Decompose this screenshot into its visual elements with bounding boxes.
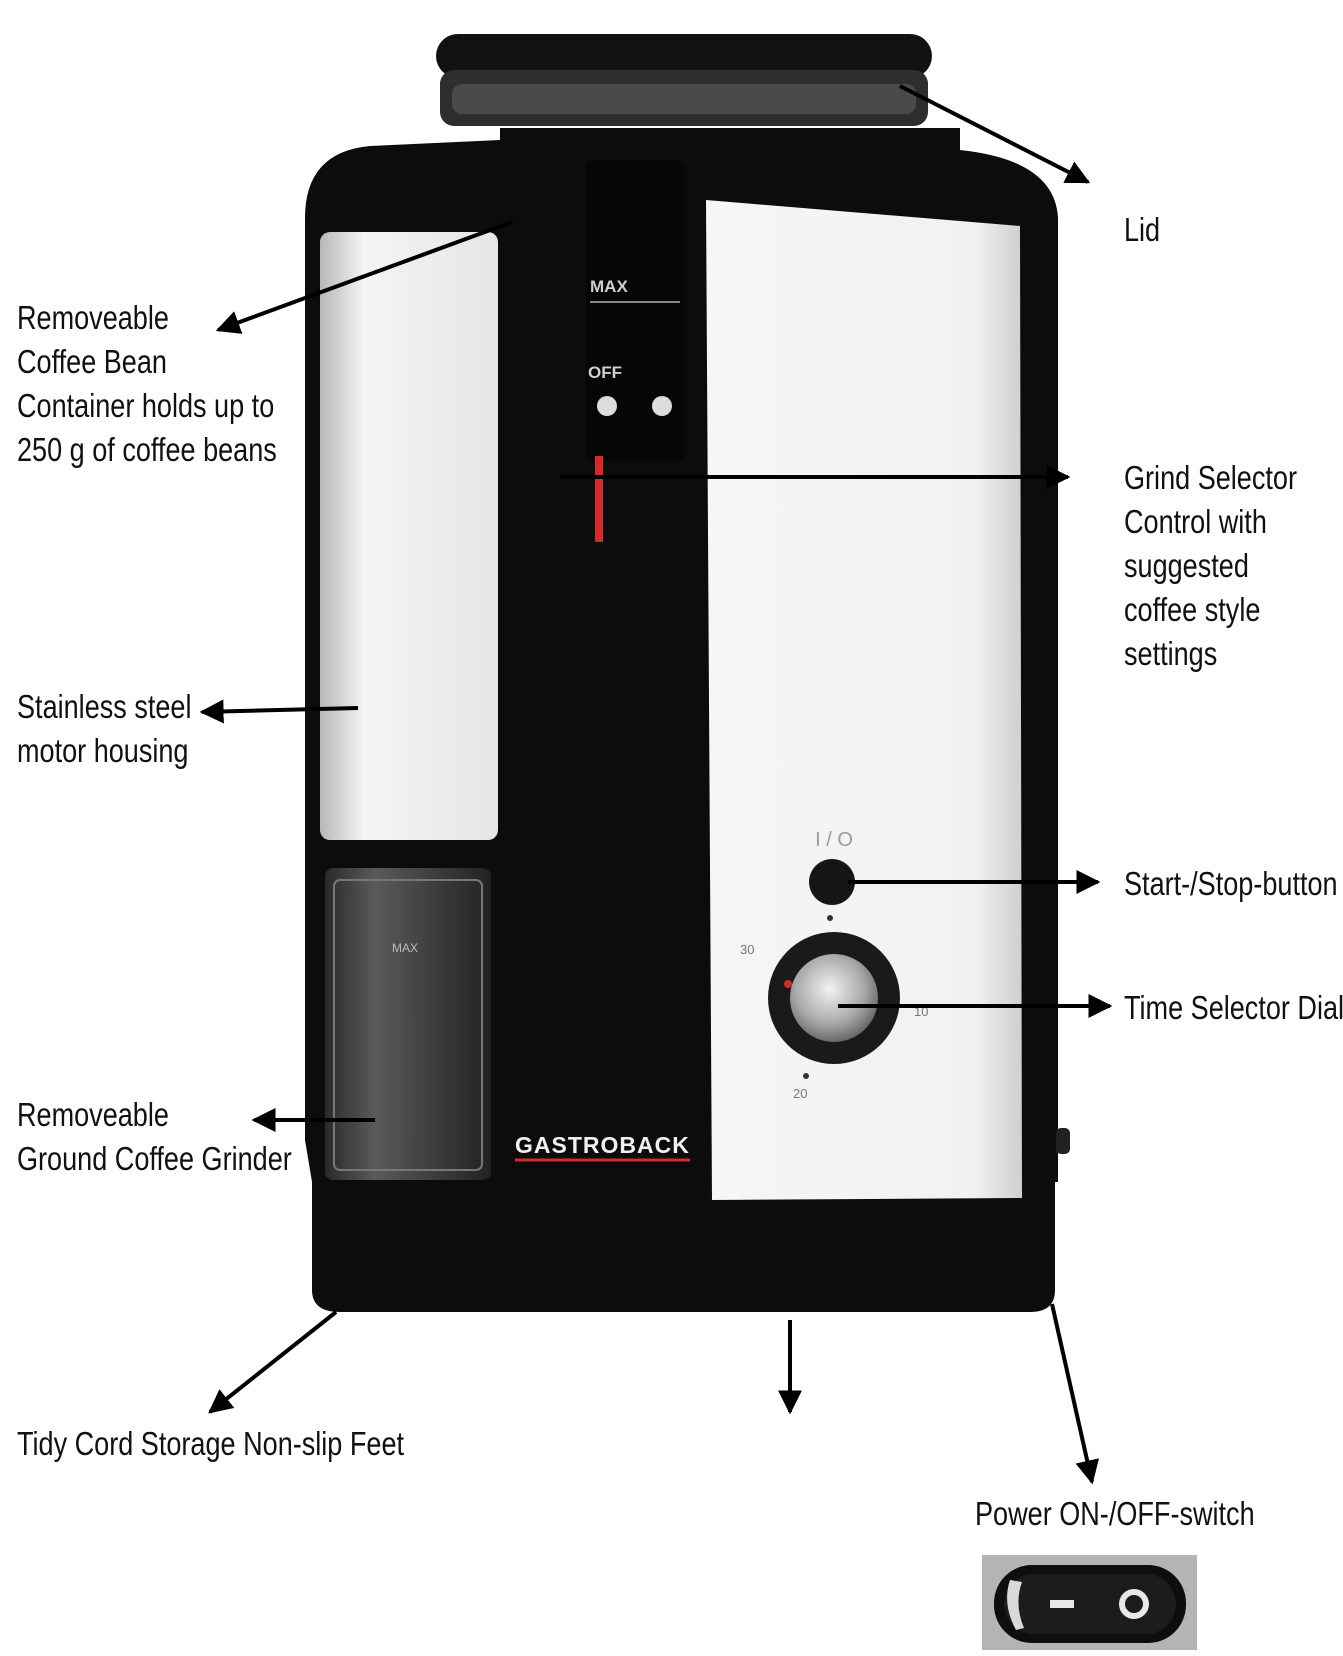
- label-line: Control with: [1124, 500, 1297, 544]
- label-lid-line: Lid: [1124, 208, 1160, 252]
- label-ground-container: Removeable Ground Coffee Grinder: [17, 1093, 292, 1181]
- bean-window: [586, 160, 684, 462]
- label-line: Container holds up to: [17, 384, 277, 428]
- dial-red-mark: [784, 980, 792, 988]
- left-steel-panel: [320, 232, 498, 840]
- label-line: Stainless steel: [17, 685, 191, 729]
- label-line: Ground Coffee Grinder: [17, 1137, 292, 1181]
- label-line: 250 g of coffee beans: [17, 428, 277, 472]
- button-mark: I / O: [815, 829, 853, 851]
- label-line: Power ON-/OFF-switch: [975, 1492, 1255, 1536]
- label-power-switch: Power ON-/OFF-switch: [975, 1492, 1255, 1536]
- arrow-cord-storage: [210, 1312, 336, 1412]
- window-off-mark: OFF: [588, 363, 622, 382]
- label-bottom: Tidy Cord Storage Non-slip Feet: [17, 1422, 404, 1466]
- label-lid: Lid: [1124, 208, 1160, 252]
- power-switch-photo: [982, 1555, 1197, 1650]
- label-line: suggested: [1124, 544, 1297, 588]
- lid-ribs: [452, 84, 916, 114]
- label-grind-selector: Grind Selector Control with suggested co…: [1124, 456, 1297, 676]
- dial-bottom-dot: [803, 1073, 809, 1079]
- label-line: Removeable: [17, 296, 277, 340]
- label-line: settings: [1124, 632, 1297, 676]
- window-dot-left: [597, 396, 617, 416]
- brand-logo: GASTROBACK: [515, 1132, 690, 1158]
- dial-mark-bottom: 20: [793, 1086, 807, 1101]
- label-line: coffee style: [1124, 588, 1297, 632]
- dial-mark-top: 30: [740, 942, 754, 957]
- time-dial-knob[interactable]: [790, 954, 878, 1042]
- label-line: Start-/Stop-button: [1124, 862, 1338, 906]
- arrow-power-switch: [1052, 1304, 1092, 1482]
- label-line: Time Selector Dial: [1124, 986, 1343, 1030]
- ground-container: [325, 868, 491, 1180]
- switch-rocker[interactable]: [1004, 1574, 1176, 1634]
- label-line: Coffee Bean: [17, 340, 277, 384]
- dial-top-dot: [827, 915, 833, 921]
- red-indicator: [595, 456, 603, 542]
- window-dot-right: [652, 396, 672, 416]
- label-line: Removeable: [17, 1093, 292, 1137]
- grinder-illustration: MAX OFF MAX I / O 30 10 20 GASTROBACK: [305, 34, 1070, 1312]
- label-line: Grind Selector: [1124, 456, 1297, 500]
- label-housing: Stainless steel motor housing: [17, 685, 191, 773]
- label-line: motor housing: [17, 729, 191, 773]
- window-max-mark: MAX: [590, 277, 628, 296]
- label-time-dial: Time Selector Dial: [1124, 986, 1343, 1030]
- label-line: Tidy Cord Storage Non-slip Feet: [17, 1422, 404, 1466]
- side-switch-stub: [1056, 1128, 1070, 1154]
- label-bean-container: Removeable Coffee Bean Container holds u…: [17, 296, 277, 472]
- switch-off-mark: [1050, 1600, 1074, 1608]
- label-start-stop: Start-/Stop-button: [1124, 862, 1338, 906]
- container-max-mark: MAX: [392, 941, 418, 955]
